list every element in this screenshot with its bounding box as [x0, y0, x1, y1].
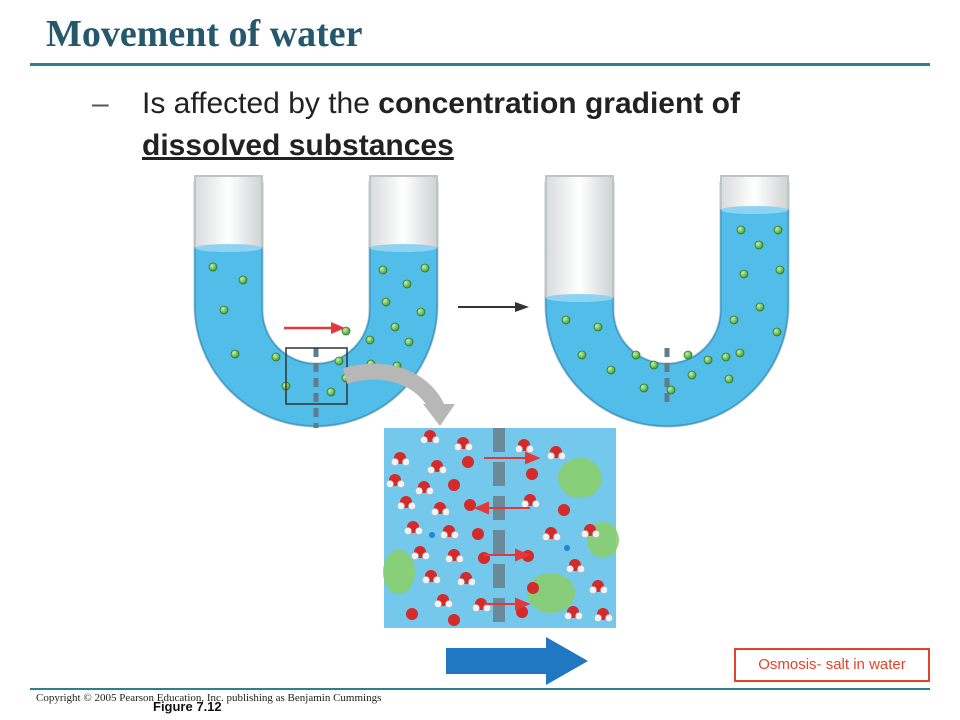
bullet-text: Is affected by the concentration gradien…: [142, 83, 912, 167]
bullet-lead-text: Is affected by the: [142, 87, 379, 120]
molecular-zoom-view: [383, 428, 619, 628]
u-tube-left: [193, 175, 439, 428]
figure-label: Figure 7.12: [153, 699, 222, 714]
bullet-bold-text: concentration gradient of: [378, 87, 740, 120]
slide-title: Movement of water: [46, 13, 363, 55]
copyright-notice: Copyright © 2005 Pearson Education, Inc.…: [36, 692, 382, 704]
bullet-underlined-text: dissolved substances: [142, 129, 454, 162]
bullet-dash: –: [92, 87, 109, 120]
blue-direction-arrow: [446, 637, 588, 685]
footer-divider: [30, 688, 930, 690]
osmosis-callout: Osmosis- salt in water: [734, 648, 930, 682]
u-tube-right: [544, 175, 790, 428]
title-divider: [30, 63, 930, 66]
